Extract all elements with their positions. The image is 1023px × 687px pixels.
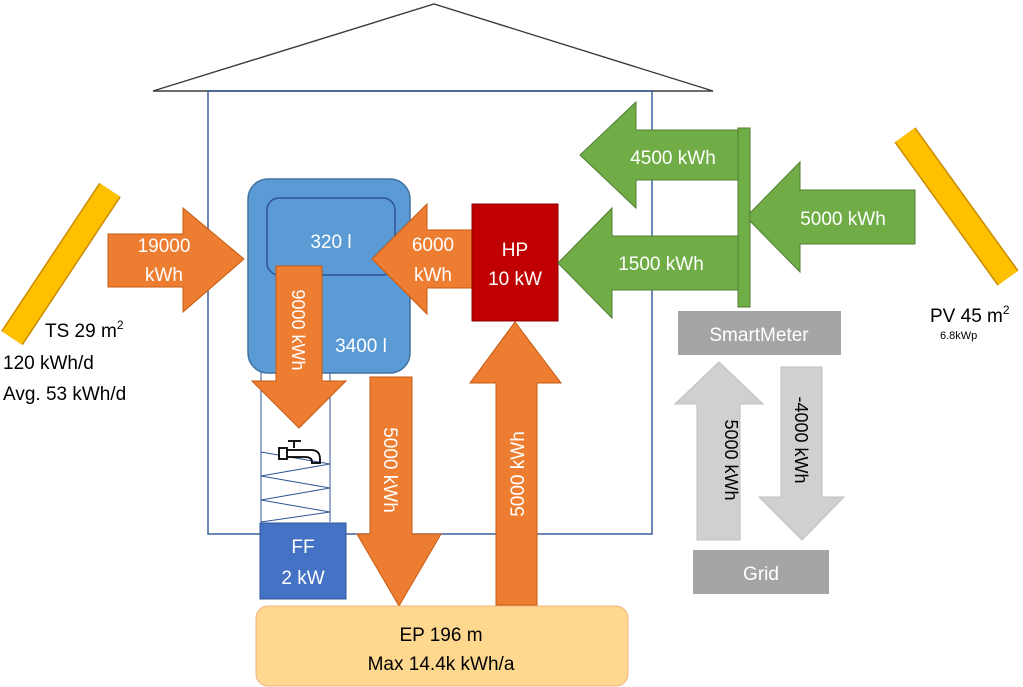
flow-tank-to-tap-label: 9000 kWh [288,289,308,370]
flow-arrow-to-house [579,100,739,210]
water-tap-icon [278,440,321,464]
fresh-water-label-2: 2 kW [281,568,324,589]
flow-ts-to-tank-line1: 19000 [138,236,191,257]
flow-arrow-tank-to-tap [250,265,348,429]
flow-ep-to-hp-label: 5000 kWh [508,431,529,517]
flow-arrow-tank-to-ep [356,376,442,607]
flow-hp-to-tank-line2: kWh [414,265,452,286]
flow-grid-import-label: 5000 kWh [721,419,741,500]
flow-arrow-grid-import [673,361,765,541]
pv-panel-face [895,128,1018,285]
flow-grid-export-label: -4000 kWh [791,396,811,483]
grid-label: Grid [743,564,779,585]
flow-arrow-pv-in [745,160,916,274]
flow-hp-to-tank-line1: 6000 [412,235,454,256]
ts-label: TS 29 m2 [45,318,124,342]
house-roof [152,3,714,92]
pv-peak: 6.8kWp [940,330,977,342]
pv-bus-bar [737,127,751,308]
ts-daily-max: 120 kWh/d [3,353,94,374]
tank-upper-label: 320 l [310,232,351,253]
flow-to-hp-label: 1500 kWh [618,254,704,275]
flow-arrow-ts-to-tank [107,206,245,314]
heat-pump-label-1: HP [502,240,528,261]
smart-meter [678,311,841,355]
flow-arrow-to-hp [557,206,739,320]
ground-probe [255,605,629,687]
ground-probe-label-1: EP 196 m [399,625,482,646]
grid-box [693,550,829,594]
solar-thermal-panel-face [2,183,120,345]
flow-arrow-hp-to-tank [371,202,473,316]
smart-meter-label: SmartMeter [709,325,809,346]
flow-ts-to-tank-line2: kWh [145,265,183,286]
ts-daily-avg: Avg. 53 kWh/d [3,384,126,405]
tank-lower-label: 3400 l [335,336,387,357]
pv-label: PV 45 m2 [930,303,1010,327]
ground-probe-label-2: Max 14.4k kWh/a [368,654,515,675]
flow-arrow-grid-export [757,366,846,541]
fresh-water-station [259,522,347,600]
flow-tank-to-ep-label: 5000 kWh [379,427,400,513]
fresh-water-label-1: FF [291,537,314,558]
flow-arrow-ep-to-hp [469,321,563,606]
heat-pump-label-2: 10 kW [488,269,542,290]
heat-pump [471,203,559,322]
flow-to-house-label: 4500 kWh [630,148,716,169]
flow-pv-in-label: 5000 kWh [800,209,886,230]
